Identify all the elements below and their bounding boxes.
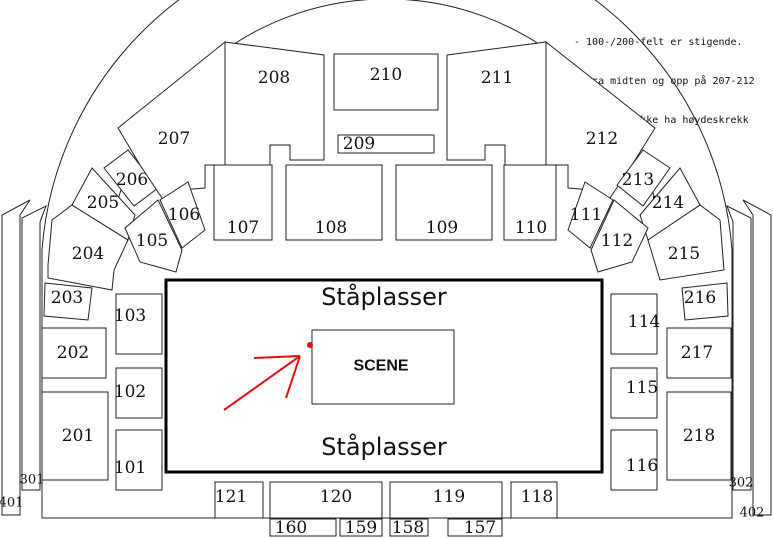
- section-119[interactable]: 119: [389, 481, 503, 519]
- svg-text:119: 119: [433, 487, 465, 507]
- section-209[interactable]: 209: [337, 134, 435, 154]
- svg-text:112: 112: [601, 231, 633, 251]
- svg-text:207: 207: [158, 129, 190, 149]
- svg-text:401: 401: [0, 496, 23, 511]
- svg-text:114: 114: [628, 312, 660, 332]
- section-205[interactable]: 205: [71, 167, 136, 241]
- section-302[interactable]: 302: [726, 204, 754, 491]
- svg-text:118: 118: [521, 487, 553, 507]
- section-204[interactable]: 204: [47, 204, 129, 291]
- section-210[interactable]: 210: [333, 53, 439, 111]
- svg-text:211: 211: [481, 68, 513, 88]
- section-216[interactable]: 216: [681, 282, 729, 321]
- svg-text:108: 108: [315, 218, 347, 238]
- section-114[interactable]: 114: [610, 293, 660, 355]
- svg-text:209: 209: [343, 134, 375, 154]
- floor-bottom-label: Ståplasser: [321, 432, 447, 461]
- section-208[interactable]: 208: [224, 41, 325, 166]
- svg-text:213: 213: [622, 170, 654, 190]
- svg-text:205: 205: [87, 193, 119, 213]
- svg-text:216: 216: [684, 288, 716, 308]
- svg-text:115: 115: [626, 378, 658, 398]
- note-line-1: - 100-/200-felt er stigende.: [574, 37, 743, 48]
- svg-text:402: 402: [740, 506, 765, 521]
- svg-text:109: 109: [426, 218, 458, 238]
- section-110[interactable]: 110: [503, 164, 557, 241]
- svg-text:110: 110: [515, 218, 547, 238]
- section-206[interactable]: 206: [103, 149, 159, 207]
- section-107[interactable]: 107: [213, 164, 273, 241]
- section-207[interactable]: 207: [117, 40, 226, 211]
- svg-text:107: 107: [227, 218, 259, 238]
- section-109[interactable]: 109: [395, 164, 493, 241]
- section-108[interactable]: 108: [285, 164, 383, 241]
- section-106[interactable]: 106: [159, 181, 206, 249]
- svg-text:210: 210: [370, 65, 402, 85]
- section-102[interactable]: 102: [114, 367, 163, 419]
- section-120[interactable]: 120: [269, 481, 383, 519]
- section-218[interactable]: 218: [666, 391, 732, 481]
- section-215[interactable]: 215: [647, 204, 725, 281]
- svg-text:120: 120: [320, 487, 352, 507]
- section-157[interactable]: 157: [447, 518, 503, 538]
- svg-text:202: 202: [57, 343, 89, 363]
- section-103[interactable]: 103: [114, 293, 163, 355]
- section-121[interactable]: 121: [214, 481, 264, 519]
- section-101[interactable]: 101: [114, 429, 163, 491]
- svg-text:105: 105: [136, 231, 168, 251]
- section-111[interactable]: 111: [567, 181, 614, 249]
- svg-text:214: 214: [652, 193, 684, 213]
- svg-text:217: 217: [681, 343, 713, 363]
- section-115[interactable]: 115: [610, 367, 658, 419]
- section-301[interactable]: 301: [20, 204, 47, 491]
- section-203[interactable]: 203: [43, 282, 93, 321]
- stage-label: SCENE: [353, 358, 408, 375]
- svg-text:121: 121: [215, 487, 247, 507]
- stage[interactable]: SCENE: [311, 329, 455, 405]
- svg-text:218: 218: [683, 426, 715, 446]
- section-116[interactable]: 116: [610, 429, 658, 491]
- svg-text:201: 201: [62, 426, 94, 446]
- svg-text:111: 111: [570, 205, 602, 225]
- section-213[interactable]: 213: [616, 149, 671, 207]
- svg-text:204: 204: [72, 244, 104, 264]
- svg-text:116: 116: [626, 456, 658, 476]
- svg-text:206: 206: [116, 170, 148, 190]
- section-211[interactable]: 211: [446, 41, 547, 166]
- svg-text:103: 103: [114, 306, 146, 326]
- section-112[interactable]: 112: [590, 199, 649, 273]
- svg-text:212: 212: [586, 129, 618, 149]
- svg-text:203: 203: [51, 288, 83, 308]
- svg-text:101: 101: [114, 458, 146, 478]
- svg-text:208: 208: [258, 68, 290, 88]
- section-201[interactable]: 201: [41, 391, 109, 481]
- section-401[interactable]: 401: [0, 199, 31, 516]
- arena-outline: [41, 0, 733, 519]
- svg-text:102: 102: [114, 382, 146, 402]
- floor-top-label: Ståplasser: [321, 282, 447, 311]
- svg-text:158: 158: [392, 518, 424, 538]
- section-217[interactable]: 217: [666, 327, 732, 379]
- svg-text:302: 302: [729, 476, 754, 491]
- svg-text:215: 215: [668, 244, 700, 264]
- section-159[interactable]: 159: [339, 518, 383, 538]
- svg-text:106: 106: [168, 205, 200, 225]
- svg-text:157: 157: [464, 518, 496, 538]
- svg-text:159: 159: [345, 518, 377, 538]
- svg-text:160: 160: [275, 518, 307, 538]
- section-118[interactable]: 118: [510, 481, 558, 519]
- section-402[interactable]: 402: [740, 199, 772, 521]
- section-158[interactable]: 158: [389, 518, 429, 538]
- section-105[interactable]: 105: [124, 199, 183, 273]
- section-160[interactable]: 160: [269, 518, 337, 538]
- svg-text:301: 301: [20, 473, 45, 488]
- red-arrow-icon: [223, 342, 313, 411]
- section-202[interactable]: 202: [41, 327, 107, 379]
